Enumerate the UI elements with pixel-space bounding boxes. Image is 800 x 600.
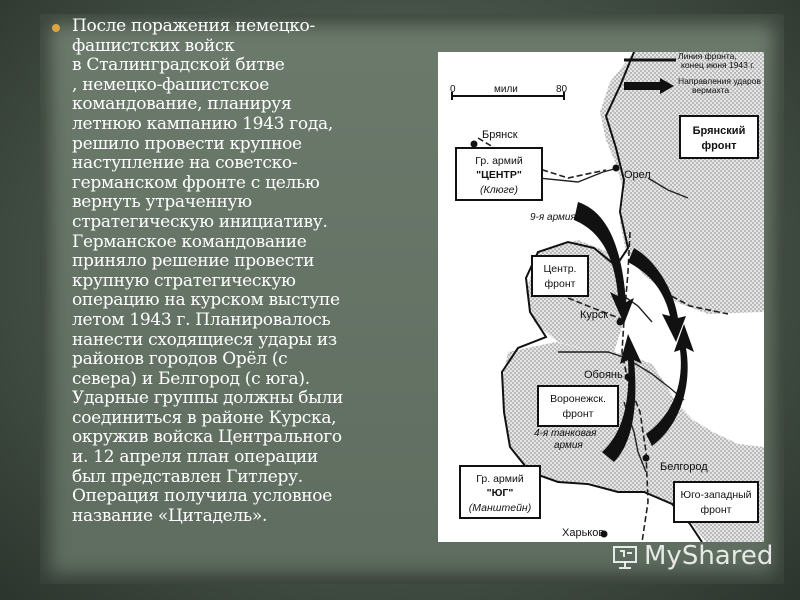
map-svg: Линия фронта, конец июня 1943 г. Направл… bbox=[450, 52, 764, 542]
kursk-map: Линия фронта, конец июня 1943 г. Направл… bbox=[438, 52, 764, 542]
army-label-fourth-panzer: 4-я танковая bbox=[534, 428, 597, 439]
front-line bbox=[500, 52, 703, 542]
box-central-front-line2: фронт bbox=[545, 278, 576, 290]
city-marker-orel bbox=[612, 164, 620, 172]
city-kharkov: Харьков bbox=[562, 527, 604, 539]
box-voronezh-front bbox=[537, 385, 619, 427]
legend-front-line-date: конец июня 1943 г. bbox=[681, 60, 755, 70]
box-southwest-front bbox=[673, 481, 759, 523]
army-label-ninth: 9-я армия bbox=[530, 212, 576, 223]
box-central-front-line1: Центр. bbox=[544, 263, 577, 275]
box-south-line3: (Манштейн) bbox=[469, 502, 531, 514]
presentation-icon bbox=[613, 546, 637, 569]
box-south-line1: Гр. армий bbox=[476, 473, 524, 485]
box-army-group-south bbox=[459, 465, 541, 519]
legend-attack-sublabel: вермахта bbox=[692, 85, 729, 95]
scale-zero: 0 bbox=[450, 84, 456, 95]
legend-front-line-label: Линия фронта, bbox=[678, 52, 737, 61]
city-belgorod: Белгород bbox=[660, 461, 708, 473]
city-marker-bryansk bbox=[470, 140, 478, 148]
scale-unit: мили bbox=[494, 84, 518, 95]
attack-arrow-east bbox=[628, 248, 686, 342]
city-marker-oboyan bbox=[624, 373, 632, 381]
box-bryansk-front-line1: Брянский bbox=[693, 125, 746, 137]
box-center-line3: (Клюге) bbox=[480, 184, 518, 196]
attack-arrow-south-east bbox=[646, 324, 694, 446]
bullet-icon bbox=[52, 24, 60, 32]
box-voronezh-front-line2: фронт bbox=[563, 408, 594, 420]
box-sw-front-line1: Юго-западный bbox=[680, 489, 751, 501]
city-oboyan: Обоянь bbox=[584, 369, 623, 381]
box-bryansk-front bbox=[679, 115, 759, 159]
city-marker-kharkov bbox=[600, 530, 608, 538]
attack-arrow-west bbox=[574, 202, 634, 324]
scale-bar bbox=[451, 92, 565, 100]
watermark-text: MyShared bbox=[644, 541, 774, 571]
watermark: MyShared bbox=[610, 540, 773, 572]
legend-attack-label: Направления ударов bbox=[678, 76, 761, 86]
box-bryansk-front-line2: фронт bbox=[701, 140, 737, 152]
box-center-line2: "ЦЕНТР" bbox=[476, 169, 522, 181]
army-label-fourth-panzer-2: армия bbox=[554, 440, 583, 451]
box-sw-front-line2: фронт bbox=[701, 504, 732, 516]
city-kursk: Курск bbox=[580, 309, 608, 321]
city-orel: Орел bbox=[624, 169, 651, 181]
slide-body-text: После поражения немецко- фашистских войс… bbox=[72, 16, 343, 526]
attack-arrow-south-west bbox=[602, 334, 642, 462]
box-central-front bbox=[531, 255, 589, 297]
box-south-line2: "ЮГ" bbox=[487, 487, 514, 499]
legend-attack-sample bbox=[624, 78, 674, 94]
city-marker-belgorod bbox=[642, 454, 650, 462]
city-bryansk: Брянск bbox=[482, 129, 518, 141]
box-center-line1: Гр. армий bbox=[475, 155, 523, 167]
river-line bbox=[497, 151, 689, 473]
box-voronezh-front-line1: Воронежск. bbox=[550, 393, 606, 405]
scale-max: 80 bbox=[556, 84, 568, 95]
box-army-group-center bbox=[455, 147, 543, 201]
city-marker-kursk bbox=[616, 318, 624, 326]
